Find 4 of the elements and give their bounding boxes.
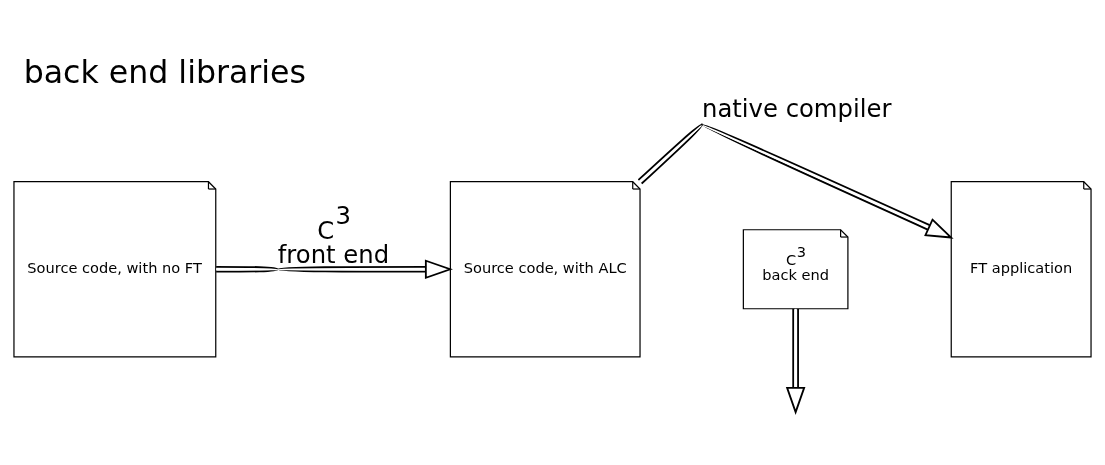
edge-label: native compiler [702, 93, 892, 123]
diagram-title: back end libraries [23, 53, 306, 90]
arrow [785, 307, 806, 415]
arrow [215, 258, 453, 279]
